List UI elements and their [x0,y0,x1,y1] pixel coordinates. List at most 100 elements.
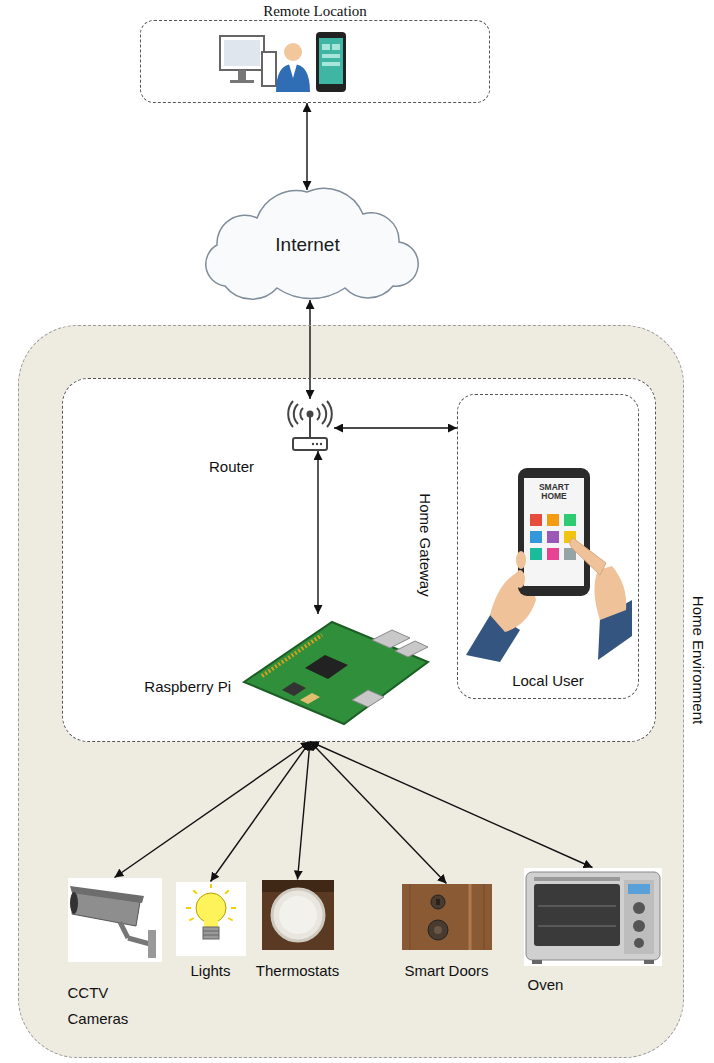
light-bulb-picture [176,882,246,956]
remote-computer-icon [262,52,276,86]
remote-computer-icon [224,40,260,66]
raspberry-pi-board [282,682,306,696]
light-bulb-picture [203,931,219,932]
remote-person-icon [276,43,310,92]
oven-picture [628,884,650,894]
region-fill [18,325,684,1058]
remote-phone-icon [316,32,346,92]
remote-phone-icon [322,44,330,50]
smart-door-picture [402,884,492,950]
cctv-camera-picture [120,922,128,938]
router-icon [293,438,327,450]
raspberry-pi-board [300,693,320,704]
cloud-outline [206,188,418,299]
remote-person-icon [284,43,302,61]
raspberry-pi-board [305,655,348,679]
router-icon [320,443,322,445]
home-environment-region: RouterRaspberry PiLocal User Home Gateway… [18,325,684,1058]
router-icon [317,408,320,420]
connector-arrow [211,742,311,882]
remote-phone-icon [322,54,340,58]
cctv-camera-picture [128,938,150,944]
local-user-illustration [530,548,542,560]
cctv-node: CCTV Cameras [68,878,162,962]
connector-arrow [306,103,307,190]
oven-picture [534,877,620,881]
remote-phone-icon [316,32,346,92]
light-bulb-picture [231,907,236,909]
local-user-illustration [547,531,559,543]
router-icon [327,401,332,427]
smart-door-picture [431,895,445,909]
light-bulb-picture [203,935,219,936]
light-bulb-picture [196,893,226,923]
light-bulb-picture [186,907,191,909]
remote-phone-icon [319,38,343,84]
router-node: Router [284,399,334,451]
connector-arrow [310,742,593,868]
smart-door-picture [484,884,485,950]
local-user-illustration [547,548,559,560]
raspberry-pi-board [244,622,428,724]
device-label: Oven [528,976,598,994]
remote-computer-icon [220,36,264,70]
oven-picture [524,868,662,966]
cctv-camera-picture [70,886,144,903]
remote-phone-icon [322,62,340,66]
region-fill [62,378,656,742]
smart-door-picture [402,884,492,950]
oven-picture [644,960,654,964]
device-label: Thermostats [256,962,339,980]
region-label: Home Environment [689,596,707,724]
remote-computer-icon [230,80,254,83]
local-user-illustration [515,570,525,588]
connector-arrow [115,742,311,878]
oven-picture [534,884,620,946]
home-gateway-box: RouterRaspberry PiLocal User Home Gateway [62,378,656,742]
oven-picture [532,960,542,964]
smart-door-picture [428,920,448,940]
device-label: CCTV Cameras [68,980,138,1032]
device-label: Router [209,458,254,476]
local-user-illustration [564,514,576,526]
light-bulb-picture [203,927,219,939]
cctv-camera-picture [68,878,162,962]
connector-arrow [298,742,311,880]
remote-computer-icon [238,70,246,80]
connector-arrow [310,742,447,884]
local-user-illustration [570,538,606,575]
router-icon [322,404,326,424]
remote-computer-icon [220,36,276,86]
light-bulb-picture [176,882,246,956]
cctv-camera-picture [148,930,156,958]
router-icon [316,443,318,445]
oven-picture [538,926,616,927]
smart-door-picture [469,884,472,950]
cctv-camera-picture [70,892,78,914]
local-user-illustration [518,468,590,596]
light-bulb-picture [228,918,232,921]
remote-person-icon [289,64,297,78]
router-icon [300,408,303,420]
local-user-illustration [466,468,632,662]
thermostat-picture [279,896,317,934]
raspberry-pi-board [244,622,428,724]
router-icon [288,401,293,427]
light-bulb-picture [193,890,197,894]
local-user-box: Local User [457,394,639,699]
local-user-illustration [516,551,526,569]
region-label: Home Gateway [416,493,434,596]
region-fill [18,325,684,1058]
raspberry-pi-node: Raspberry Pi [239,614,429,727]
thermostat-picture [262,880,334,950]
light-bulb-picture [189,918,193,921]
local-user-illustration [547,514,559,526]
raspberry-pi-board [352,690,384,707]
oven-picture [634,938,644,948]
light-bulb-picture [225,890,229,894]
remote-person-icon [276,64,310,92]
thermostat-node: Thermostats [262,880,334,950]
